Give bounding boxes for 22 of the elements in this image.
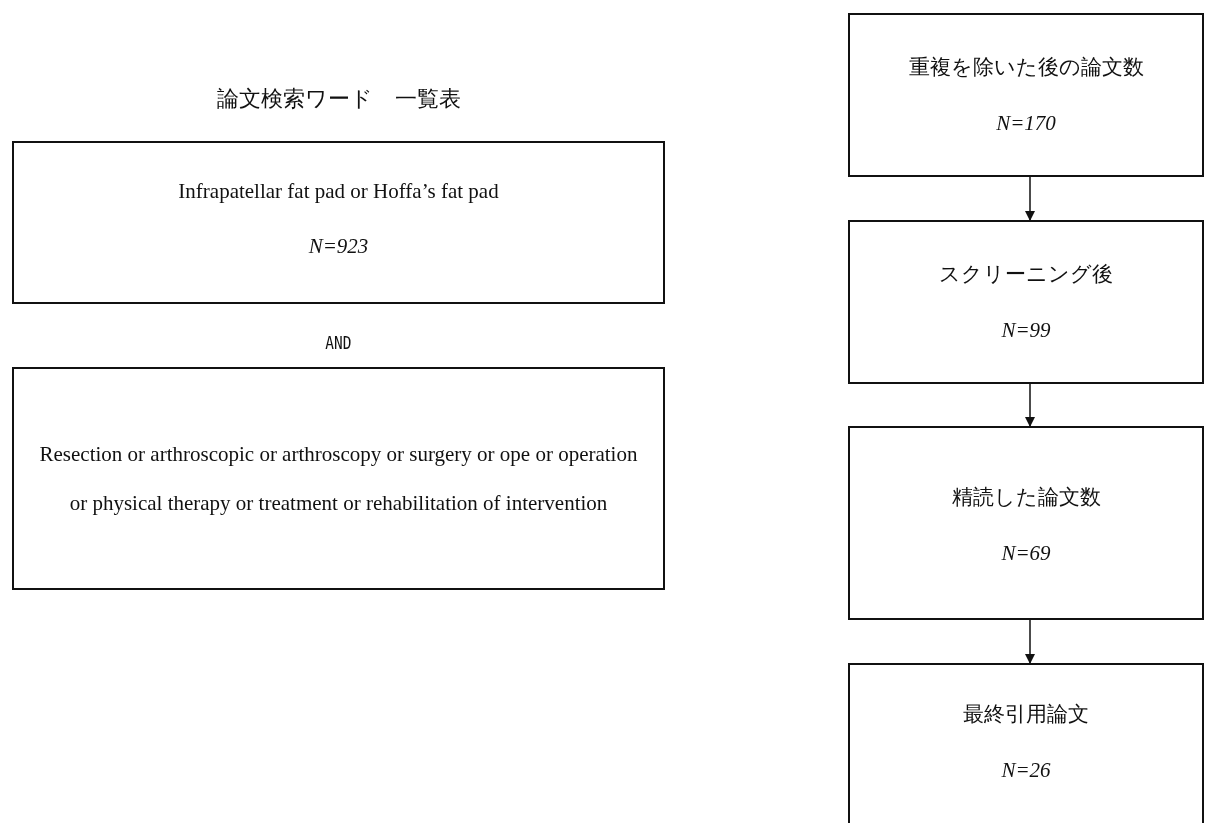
box-text: 重複を除いた後の論文数	[908, 54, 1144, 81]
count-text: N=69	[1001, 541, 1051, 566]
box-text: 最終引用論文	[963, 701, 1089, 728]
count-text: N=26	[1001, 758, 1051, 783]
process-box	[848, 220, 1204, 384]
count-text: N=923	[308, 234, 369, 259]
process-box	[12, 141, 665, 304]
arrow	[1025, 619, 1035, 664]
process-box	[12, 367, 665, 590]
box-text: Resection or arthroscopic or arthroscopy or surgery or ope or operation or physical therapy or treatment or rehabilitation of intervention	[38, 440, 639, 517]
arrow	[1025, 176, 1035, 221]
process-box	[848, 13, 1204, 177]
title: 論文検索ワード 一覧表	[216, 86, 461, 111]
process-box	[848, 426, 1204, 620]
operator-label: AND	[325, 333, 352, 353]
count-text: N=99	[1001, 318, 1051, 343]
process-box	[848, 663, 1204, 823]
box-text: Infrapatellar fat pad or Hoffa’s fat pad	[178, 179, 499, 204]
count-text: N=170	[996, 111, 1056, 136]
box-text: スクリーニング後	[939, 261, 1113, 288]
arrow	[1025, 383, 1035, 427]
box-text: 精読した論文数	[951, 484, 1101, 511]
